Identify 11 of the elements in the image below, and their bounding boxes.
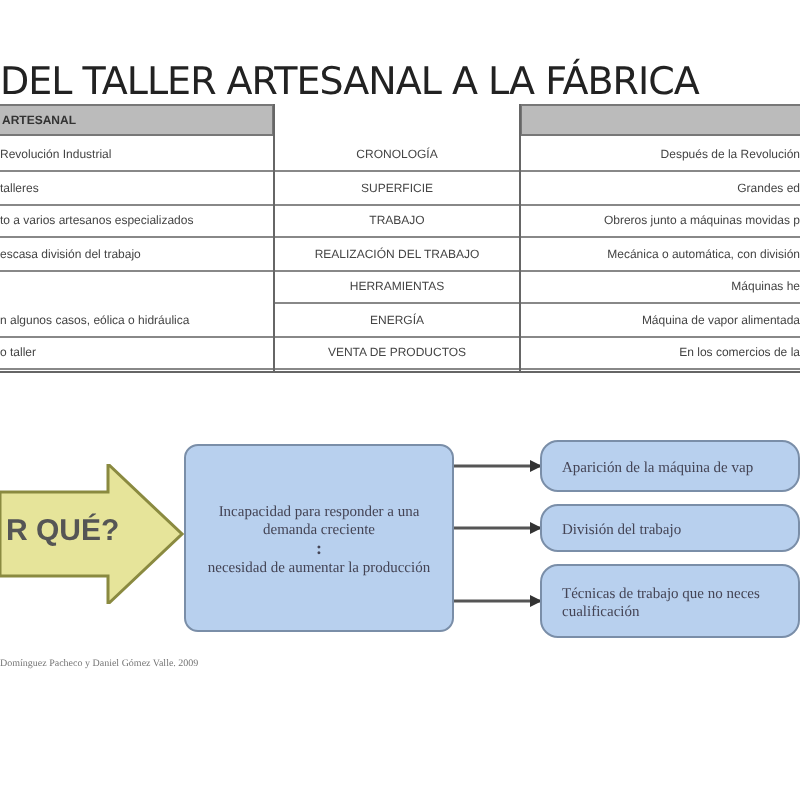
- arrow-text: R QUÉ?: [6, 514, 120, 548]
- arrow-shape: [0, 464, 184, 604]
- arrow: [454, 460, 542, 472]
- arrow: [454, 595, 542, 607]
- arrow: [454, 522, 542, 534]
- process-box: [540, 564, 800, 638]
- title: DEL TALLER ARTESANAL A LA FÁBRICA: [0, 60, 699, 104]
- process-box: [184, 444, 454, 632]
- box-text: :: [316, 537, 322, 557]
- process-box: [540, 440, 800, 492]
- process-box: [540, 504, 800, 552]
